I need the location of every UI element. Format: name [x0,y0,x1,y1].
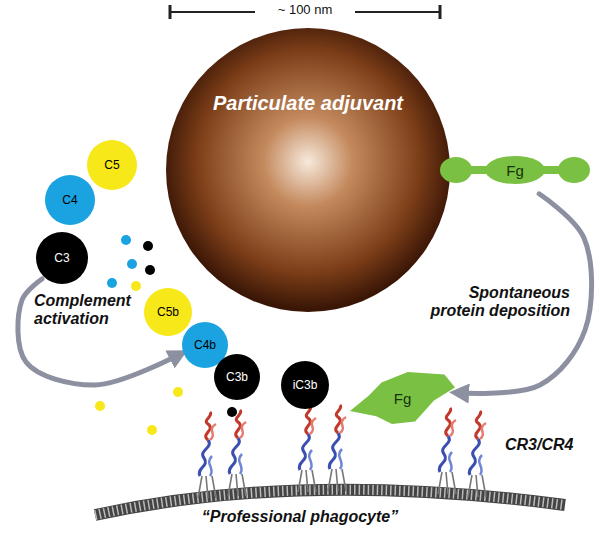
cell-label: “Professional phagocyte” [180,508,420,526]
node-text: iC3b [293,378,318,392]
cr3-cr4-receptors [198,405,486,498]
complement-protein: C5 [87,140,137,190]
node-text: Fg [506,162,524,179]
node-text: C5b [157,305,179,319]
node-text: C4b [194,338,216,352]
complement-fragment: C5b [144,288,192,336]
complement-protein: C3 [36,232,88,284]
node-text: C3 [54,251,69,265]
node-text: C3b [226,370,248,384]
complement-protein: C4 [45,175,95,225]
node-text: C5 [104,158,119,172]
receptor-label: CR3/CR4 [505,436,595,454]
particle-sphere: Particulate adjuvant [166,28,450,312]
node-text: Particulate adjuvant [213,92,403,115]
complement-fragment: C3b [214,354,260,400]
fibrinogen-molecule: Fg [440,148,590,192]
sphere-outline [166,28,450,312]
process-label: Complement activation [34,292,154,329]
node-text: Fg [394,390,412,407]
scale-label: ~ 100 nm [255,3,355,18]
deposited-fibrinogen: Fg [350,372,455,424]
process-label: Spontaneous protein deposition [420,284,570,321]
node-text: C4 [62,193,77,207]
complement-fragment: iC3b [281,361,329,409]
